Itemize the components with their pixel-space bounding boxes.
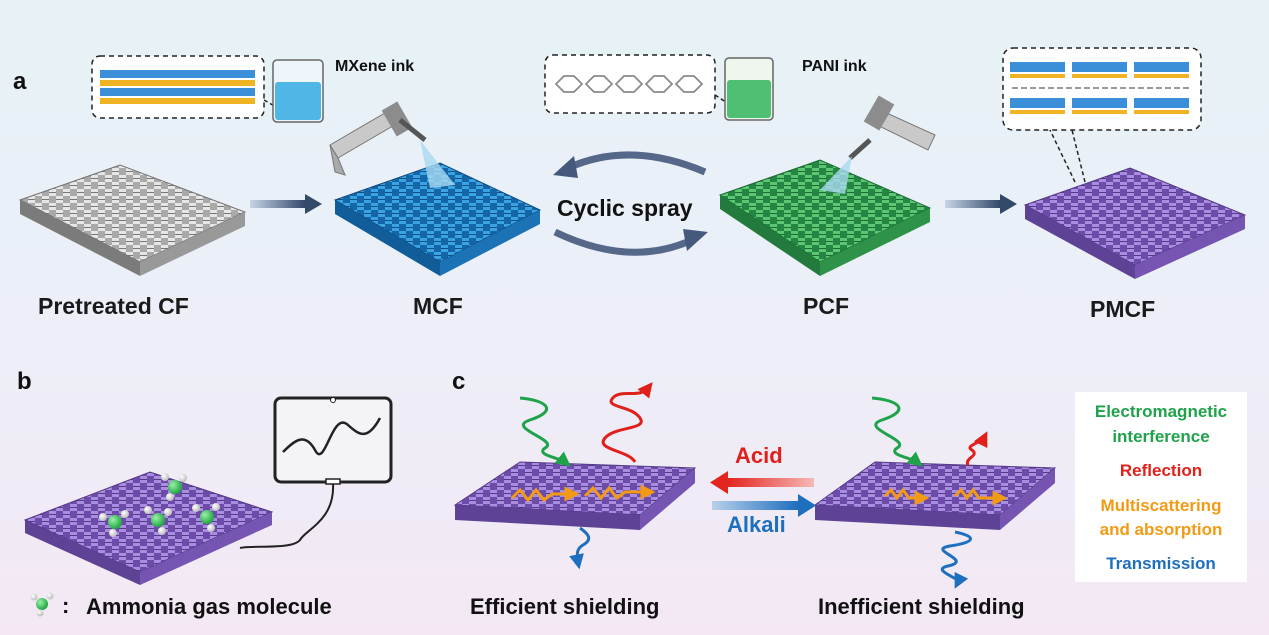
legend-multi-line2: and absorption [1099,520,1223,539]
reflection-wave-efficient [601,382,653,463]
emi-wave-inefficient [871,396,923,467]
panel-label-c: c [452,368,466,395]
ammonia-legend-label: Ammonia gas molecule [86,594,332,619]
scatter-wave-efficient-1 [510,486,580,503]
step-label-mcf: MCF [413,293,463,319]
emi-wave-efficient [519,396,571,467]
process-arrow-1 [250,194,322,214]
legend-emi-line2: interference [1112,427,1210,446]
fabric-pretreated-cf [18,164,247,276]
cyclic-arrow-bottom [553,228,708,256]
pmcf-structure-callout [1002,47,1202,183]
pani-ink-label: PANI ink [802,58,867,75]
spray-gun-mxene [329,101,455,188]
cyclic-arrow-top [553,151,707,178]
legend-reflection: Reflection [1119,461,1203,480]
step-label-pretreated-cf: Pretreated CF [38,293,189,319]
inefficient-shielding-label: Inefficient shielding [818,594,1025,619]
efficient-shielding-label: Efficient shielding [470,594,660,619]
scatter-wave-inefficient-2 [953,487,1008,506]
pani-structure-callout [544,54,736,114]
ammonia-legend-separator: : [62,593,70,618]
fabric-pmcf [1023,167,1247,279]
spray-gun-pani [820,95,936,194]
transmission-wave-inefficient [940,530,972,589]
beaker-mxene-ink [272,59,324,123]
acid-label: Acid [735,443,783,468]
beaker-pani-ink [724,57,774,121]
panel-label-b: b [17,368,32,395]
panel-label-a: a [13,68,27,95]
ammonia-molecules [99,473,220,537]
scatter-wave-inefficient-1 [883,487,930,506]
ammonia-legend-icon [30,592,54,617]
process-arrow-2 [945,194,1017,214]
acid-arrow [710,471,814,494]
step-label-pmcf: PMCF [1090,296,1156,322]
legend-multi-line1: Multiscattering [1100,496,1222,515]
fabric-inefficient [813,461,1057,530]
transmission-wave-efficient [569,526,591,570]
step-label-pcf: PCF [803,293,849,319]
reflection-wave-inefficient [965,431,988,466]
sensor-monitor [239,396,393,549]
mxene-structure-callout [91,55,291,119]
cyclic-spray-label: Cyclic spray [557,195,693,221]
scatter-wave-efficient-2 [583,484,656,501]
legend-emi-line1: Electromagnetic [1094,402,1228,421]
mxene-ink-label: MXene ink [335,58,415,75]
fabric-mcf [333,162,542,276]
alkali-label: Alkali [727,512,786,537]
fabric-efficient [453,461,697,530]
mechanism-legend: Electromagnetic interference Reflection … [1075,392,1247,582]
sensor-fabric [23,471,274,585]
fabric-pcf [718,159,932,276]
alkali-arrow [712,494,816,517]
legend-transmission: Transmission [1106,554,1216,573]
